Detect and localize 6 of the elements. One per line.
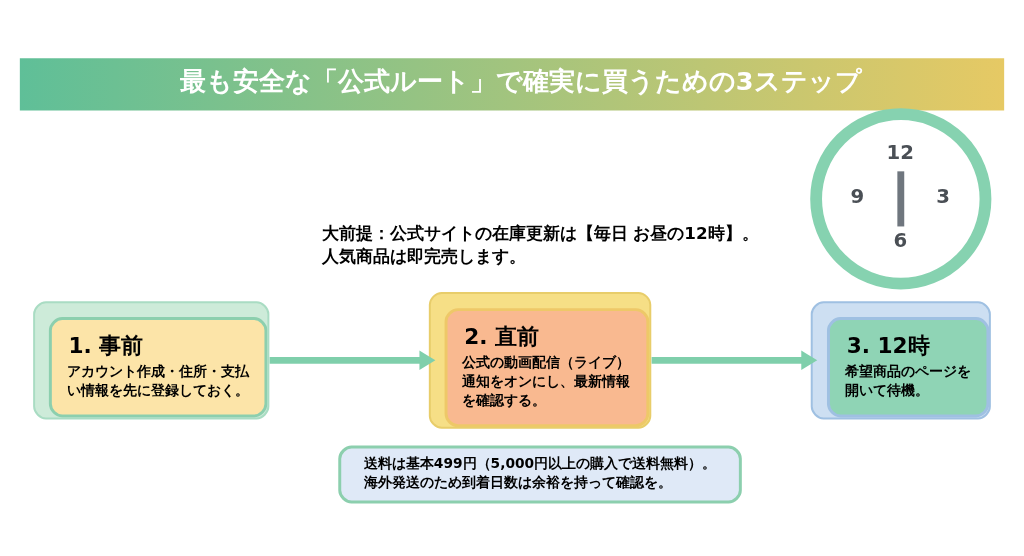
arrow <box>651 350 818 371</box>
node-circle: 12 9 3 6 <box>810 108 992 290</box>
node-box: 送料は基本499円（5,000円以上の購入で送料無料）。海外発送のため到着日数は余裕を持って確認を。 <box>338 445 742 504</box>
diagram-title: 最も安全な「公式ルート」で確実に買うための3ステップ <box>179 65 862 96</box>
arrow <box>269 350 436 371</box>
label: 大前提：公式サイトの在庫更新は【毎日 お昼の12時】。人気商品は即完売します。 <box>321 222 759 266</box>
